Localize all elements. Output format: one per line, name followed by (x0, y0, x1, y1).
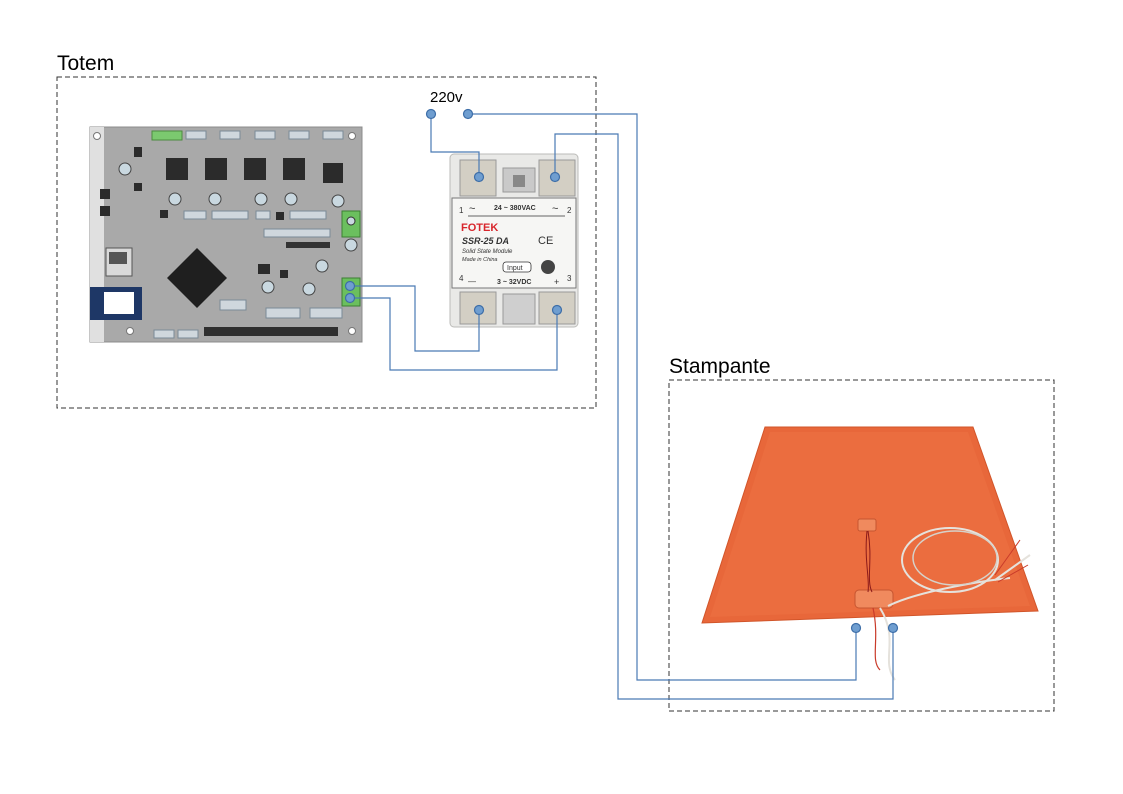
totem-group-label: Totem (57, 52, 114, 75)
ssr-dc-range: 3 ~ 32VDC (497, 279, 531, 286)
ssr-pin4: 4 (459, 274, 464, 283)
wire-board-to-ssr-dc-minus (350, 285, 480, 352)
solid-state-relay: 1 ~ 24 ~ 380VAC ~ 2 FOTEK CE SSR-25 DA S… (449, 153, 579, 328)
ssr-pin2: 2 (567, 206, 572, 215)
ssr-terminal-1 (473, 171, 485, 183)
terminals (344, 108, 899, 634)
board-terminal-2 (344, 292, 356, 304)
ssr-led-icon (541, 260, 555, 274)
power-label: 220v (430, 89, 463, 106)
ssr-origin: Made in China (462, 257, 497, 263)
wire-mains-to-ssr-ac1 (430, 114, 480, 177)
ssr-subtitle: Solid State Module (462, 249, 513, 255)
wire-ssr-ac2-to-heatbed (554, 133, 894, 700)
ssr-tilde-left: ~ (469, 203, 475, 215)
ssr-terminal-4 (473, 304, 485, 316)
ssr-ce-mark: CE (538, 235, 553, 247)
board-terminal-1 (344, 280, 356, 292)
ssr-input-label: Input (507, 265, 523, 272)
ssr-terminal-2 (549, 171, 561, 183)
controller-board (89, 126, 363, 343)
ssr-minus: — (468, 277, 476, 286)
stampante-group-label: Stampante (669, 355, 771, 378)
stampante-group-box (668, 379, 1055, 712)
wire-mains-to-heatbed (468, 113, 857, 681)
ssr-pin3: 3 (567, 274, 572, 283)
totem-group-box (56, 76, 597, 409)
ssr-pin1: 1 (459, 206, 464, 215)
ssr-brand: FOTEK (461, 222, 498, 234)
ssr-ac-range: 24 ~ 380VAC (494, 205, 536, 212)
heatbed (701, 426, 1039, 681)
heatbed-terminal-2 (887, 622, 899, 634)
mains-terminal-b (462, 108, 474, 120)
wires (350, 113, 894, 700)
mains-terminal-a (425, 108, 437, 120)
ssr-tilde-right: ~ (552, 203, 558, 215)
heatbed-terminal-1 (850, 622, 862, 634)
ssr-plus: + (554, 277, 559, 287)
wire-board-to-ssr-dc-plus (350, 297, 558, 371)
ssr-terminal-3 (551, 304, 563, 316)
ssr-model: SSR-25 DA (462, 236, 509, 246)
